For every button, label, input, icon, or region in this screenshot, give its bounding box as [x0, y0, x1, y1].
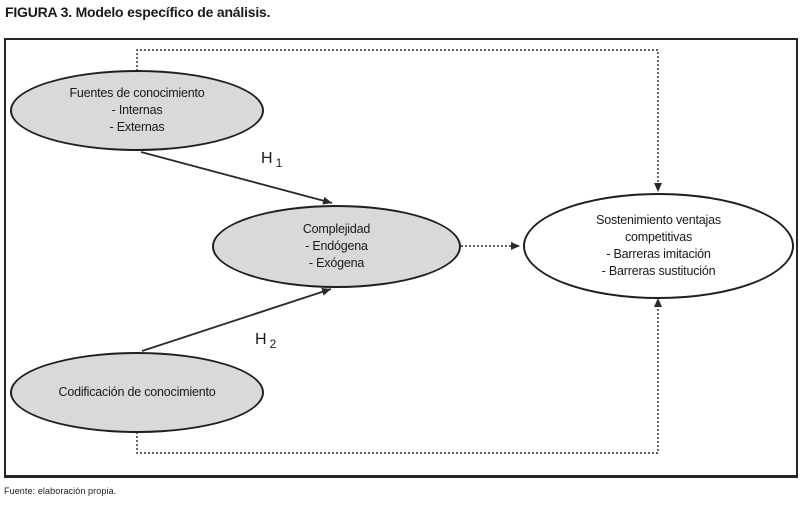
- node-line: Complejidad: [302, 222, 371, 236]
- node-line: Codificación de conocimiento: [58, 385, 216, 399]
- h2-subscript: 2: [269, 337, 277, 351]
- source-note: Fuente: elaboración propia.: [4, 486, 117, 496]
- diagram-frame: [4, 38, 798, 478]
- node-line: - Externas: [109, 120, 165, 134]
- node-line: - Exógena: [308, 256, 365, 270]
- node-complejidad: Complejidad - Endógena - Exógena: [212, 205, 461, 288]
- node-fuentes-de-conocimiento: Fuentes de conocimiento - Internas - Ext…: [10, 70, 264, 151]
- node-line: Fuentes de conocimiento: [69, 86, 205, 100]
- node-line: Sostenimiento ventajas: [596, 213, 721, 227]
- h1-subscript: 1: [275, 156, 283, 170]
- h2-base: H: [255, 331, 267, 348]
- node-line: - Barreras imitación: [606, 247, 711, 261]
- node-line: - Endógena: [305, 239, 368, 253]
- node-line: - Barreras sustitución: [601, 264, 716, 278]
- node-line: competitivas: [624, 230, 693, 244]
- node-codificacion-de-conocimiento: Codificación de conocimiento: [10, 352, 264, 433]
- h1-base: H: [261, 150, 273, 167]
- node-sostenimiento-ventajas: Sostenimiento ventajas competitivas - Ba…: [523, 193, 794, 299]
- node-line: - Internas: [111, 103, 163, 117]
- figure-title: FIGURA 3. Modelo específico de análisis.: [5, 4, 271, 20]
